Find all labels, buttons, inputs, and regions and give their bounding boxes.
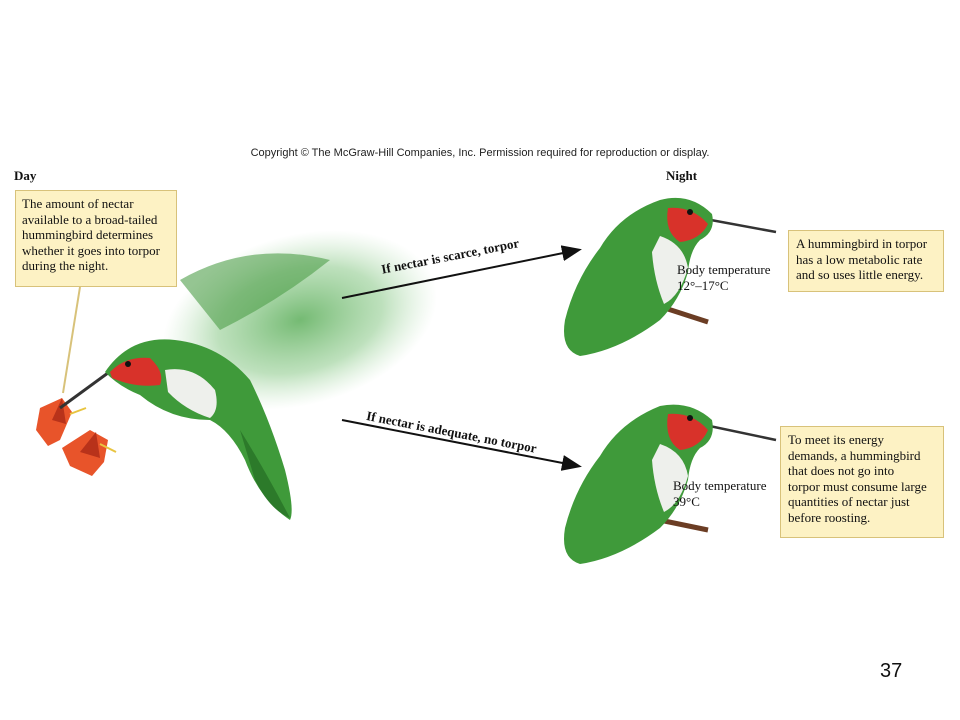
day-callout: The amount of nectar available to a broa… xyxy=(15,190,177,287)
callout-line: available to a broad-tailed xyxy=(22,211,158,227)
torpor-hummingbird xyxy=(564,197,777,356)
flying-hummingbird xyxy=(59,230,438,520)
copyright-notice: Copyright © The McGraw-Hill Companies, I… xyxy=(250,147,710,159)
callout-line: and so uses little energy. xyxy=(796,267,924,282)
callout-line: that does not go into xyxy=(788,463,895,478)
callout-line: demands, a hummingbird xyxy=(788,447,921,463)
callout-line: hummingbird determines xyxy=(22,227,154,242)
temperature-label: Body temperature xyxy=(673,478,767,493)
active-hummingbird xyxy=(564,404,777,564)
callout-line: has a low metabolic rate xyxy=(796,251,923,267)
callout-line: before roosting. xyxy=(788,509,871,525)
temperature-value: 12°–17°C xyxy=(677,278,729,293)
active-temperature: Body temperature 39°C xyxy=(673,478,767,510)
arrow-adequate xyxy=(341,419,582,471)
temperature-label: Body temperature xyxy=(677,262,771,277)
callout-line: torpor must consume large xyxy=(788,478,927,494)
torpor-temperature: Body temperature 12°–17°C xyxy=(677,262,771,294)
flower-illustration xyxy=(36,398,117,476)
callout-line: A hummingbird in torpor xyxy=(796,236,928,251)
temperature-value: 39°C xyxy=(673,494,700,509)
callout-line: To meet its energy xyxy=(788,432,884,447)
page-number: 37 xyxy=(880,660,903,682)
torpor-callout: A hummingbird in torpor has a low metabo… xyxy=(788,230,944,292)
callout-line: whether it goes into torpor xyxy=(22,242,160,258)
callout-line: quantities of nectar just xyxy=(788,494,910,509)
callout-pointer xyxy=(62,286,81,394)
callout-line: The amount of nectar xyxy=(22,196,134,211)
callout-line: during the night. xyxy=(22,258,109,273)
arrow-scarce xyxy=(341,245,582,299)
day-heading: Day xyxy=(14,168,37,183)
no-torpor-callout: To meet its energy demands, a hummingbir… xyxy=(780,426,944,538)
night-heading: Night xyxy=(666,168,698,183)
